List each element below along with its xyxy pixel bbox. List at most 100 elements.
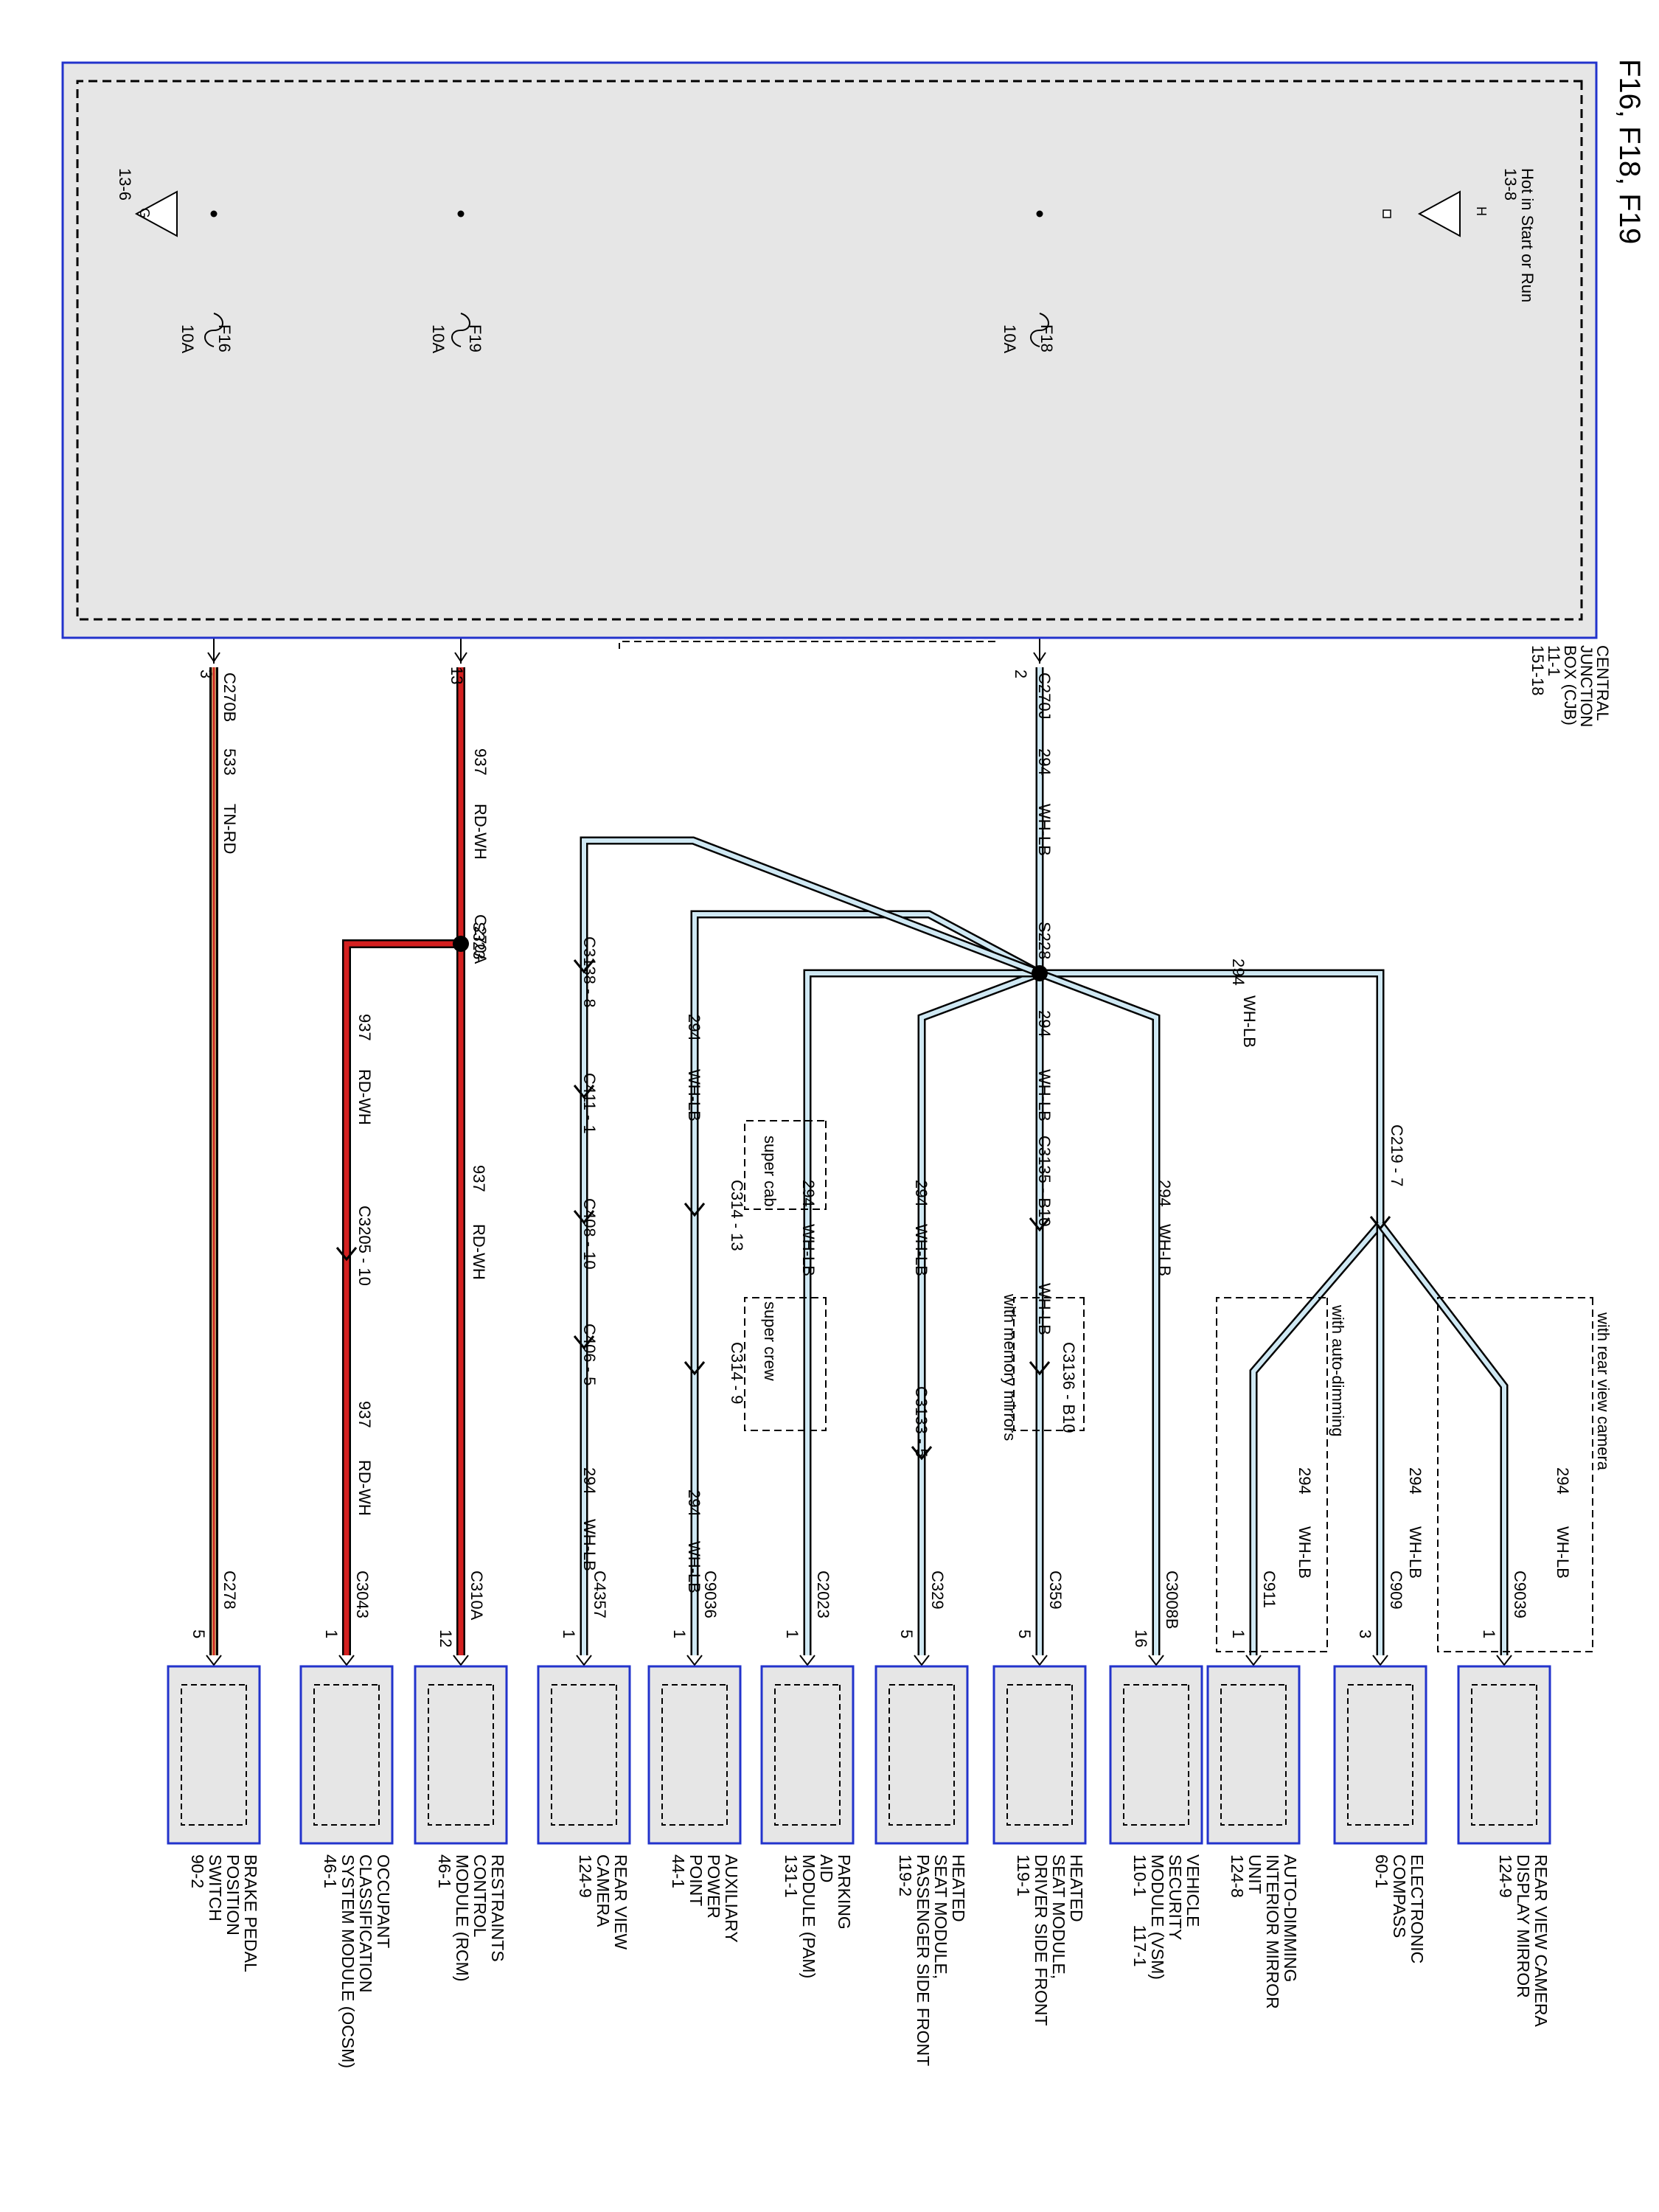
inline-c3135: C3135 - B10 [1035,1135,1054,1227]
cjb-outer-frame [61,61,1598,639]
inline-c3136: C3136 - B10 [1060,1342,1078,1433]
ground-triangle [134,190,178,237]
module-inner-0 [1471,1684,1537,1826]
module-inner-4 [1006,1684,1073,1826]
opt-super-crew: super crew [761,1301,779,1381]
inline-arrow-0 [1369,1216,1391,1231]
wire-937-d-code: 937 [355,1401,374,1428]
wire-294-camdisp [1378,1222,1506,1655]
cjb-label-4: 11-1 [1545,645,1563,677]
module-pin-arrow-0 [1496,1655,1512,1666]
inline-c314-13: C314 - 13 [728,1180,746,1251]
module-pin-arrow-6 [799,1655,815,1666]
module-pin-1: 3 [1356,1630,1374,1639]
splice-s323: S323 [470,922,488,960]
wire-937-c-color: RD-WH [355,1069,374,1125]
cjb-pin-2: 2 [1012,669,1030,679]
module-name-3: VEHICLE SECURITY MODULE (VSM) 110-1 117-… [1130,1854,1203,1980]
wire-294-aux-power-outline [690,910,1042,1655]
module-name-11: BRAKE PEDAL POSITION SWITCH 90-2 [187,1854,260,1972]
cjb-label-3: BOX (CJB) [1561,645,1579,726]
fuse-f18-rating: 10A [1001,324,1019,354]
module-pin-arrow-2 [1245,1655,1262,1666]
inline-c411: C411 - 1 [580,1073,599,1134]
opt-auto-dimming: with auto-dimming [1329,1305,1347,1437]
module-box-2 [1206,1665,1301,1845]
module-inner-10 [313,1684,380,1826]
opt-box-memory-mirrors [1013,1297,1085,1431]
opt-box-super-cab [744,1120,827,1210]
fuse-f18-name: F18 [1037,324,1056,352]
inline-c3133: C3133 - 5 [912,1386,931,1458]
module-pin-8: 1 [560,1630,578,1639]
module-name-9: RESTRAINTS CONTROL MODULE (RCM) 46-1 [434,1854,507,1982]
module-inner-1 [1347,1684,1413,1826]
inline-c3138: C3138 - 8 [580,936,599,1008]
opt-box-rear-view-camera [1437,1297,1593,1652]
module-name-10: OCCUPANT CLASSIFICATION SYSTEM MODULE (O… [320,1854,393,2069]
module-inner-7 [661,1684,728,1826]
module-pin-arrow-3 [1148,1655,1164,1666]
wire-294-cam-color: WH-LB [580,1519,599,1571]
wire-937-ocsm [344,941,461,1655]
wire-294-camdisp-color: WH-LB [1554,1526,1572,1579]
cjb-inner-frame [76,80,1583,621]
module-pin-5: 5 [897,1630,916,1639]
module-pin-2: 1 [1229,1630,1248,1639]
opt-super-cab: super cab [761,1135,779,1207]
inline-arrow-8 [573,1085,595,1099]
cjb-label-1: CENTRAL [1593,645,1612,721]
cjb-pin-arrow-0 [1033,652,1046,663]
module-conn-c329: C329 [928,1571,947,1610]
inline-c3205: C3205 - 10 [355,1206,374,1286]
wire-294-aux2-color: WH-LB [685,1541,703,1593]
splice-s323-dot [453,936,469,952]
module-name-2: AUTO-DIMMING INTERIOR MIRROR UNIT 124-8 [1227,1854,1300,2009]
cjb-pin-arrow-2 [207,652,220,663]
module-box-7 [647,1665,742,1845]
module-pin-arrow-7 [686,1655,703,1666]
opt-memory-mirrors: with memory mirrors [1001,1294,1019,1441]
inline-arrow-9 [573,1210,595,1225]
wire-294-autodim-code: 294 [1295,1467,1314,1495]
module-pin-arrow-11 [206,1655,222,1666]
module-pin-7: 1 [670,1630,689,1639]
module-pin-4: 5 [1015,1630,1034,1639]
hot-symbol: H [1474,206,1489,216]
module-pin-11: 5 [189,1630,208,1639]
module-inner-11 [181,1684,247,1826]
module-pin-6: 1 [783,1630,801,1639]
module-inner-6 [774,1684,841,1826]
wire-294-cam-code: 294 [580,1467,599,1495]
module-conn-c9039: C9039 [1511,1571,1529,1618]
wire-294-pam [805,971,1040,1655]
opt-rear-view-camera: with rear view camera [1594,1312,1613,1470]
module-conn-c909: C909 [1387,1571,1405,1610]
cjb-extension-dash [619,641,995,649]
opt-box-auto-dimming [1216,1297,1328,1652]
inline-c406: C406 - 5 [580,1324,599,1386]
wire-294-pass-code: 294 [912,1180,931,1207]
module-name-6: PARKING AID MODULE (PAM) 131-1 [781,1854,854,1979]
wire-294-pam-code: 294 [799,1180,818,1207]
wire-937-ocsm-outline [342,939,461,1655]
module-pin-arrow-8 [576,1655,592,1666]
module-box-6 [760,1665,855,1845]
module-name-5: HEATED SEAT MODULE, PASSENGER SIDE FRONT… [895,1854,968,2067]
module-pin-arrow-1 [1372,1655,1388,1666]
cjb-pin-3: 3 [197,669,215,679]
module-conn-c3008b: C3008B [1163,1571,1181,1630]
module-box-9 [414,1665,508,1845]
ground-ref: 13-6 [116,168,134,201]
fuse-symbol-2 [204,313,223,347]
wire-533-color: TN-RD [220,804,239,855]
inline-c219: C219 - 7 [1388,1124,1406,1187]
cjb-label-2: JUNCTION [1577,645,1596,728]
module-box-5 [874,1665,969,1845]
wire-294-autodim-color: WH-LB [1295,1526,1314,1579]
module-pin-9: 12 [437,1630,455,1648]
wire-294-compass-code: 294 [1406,1467,1425,1495]
wire-294-vsm-branch-outline [1038,969,1161,1655]
